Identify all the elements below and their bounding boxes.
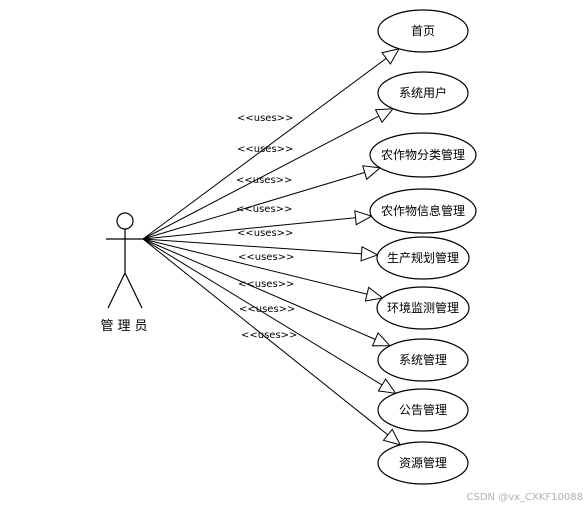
use-case: 首页 [377,9,469,53]
association-line [142,238,391,347]
use-case-ellipse [377,338,469,382]
uses-stereotype-label: <<uses>> [239,304,295,315]
association-line [142,167,381,240]
use-case: 系统管理 [377,338,469,382]
use-case: 公告管理 [377,388,469,432]
uses-stereotype-label: <<uses>> [237,144,293,155]
use-case-label: 资源管理 [399,455,447,470]
arrowhead [381,48,401,65]
association-line [142,215,372,240]
association-line [142,238,383,299]
actor-label: 管理员 [100,319,151,334]
use-case-label: 环境监测管理 [387,300,459,315]
use-case-label: 公告管理 [399,402,447,417]
use-case-label: 系统管理 [399,352,447,367]
actor-right-leg [124,272,143,309]
uses-stereotype-label: <<uses>> [238,252,294,263]
arrowhead [360,246,379,262]
use-case: 农作物分类管理 [369,132,477,178]
uses-stereotype-label: <<uses>> [236,175,292,186]
use-case-label: 生产规划管理 [387,250,459,265]
use-case-label: 农作物信息管理 [381,203,465,218]
use-case: 环境监测管理 [376,286,470,330]
uses-stereotype-label: <<uses>> [237,113,293,124]
actor-left-leg [107,272,126,309]
use-case-ellipse [377,71,469,115]
use-case-ellipse [377,9,469,53]
arrowhead [377,378,397,394]
use-case-ellipse [376,286,470,330]
uses-stereotype-label: <<uses>> [237,228,293,239]
association-line [142,48,400,240]
association-line [142,238,401,446]
arrowhead [364,286,384,302]
use-case-ellipse [369,188,477,234]
arrowhead [382,428,402,446]
association-line [142,108,394,240]
association-edges [142,48,402,446]
use-case-label: 农作物分类管理 [381,147,465,162]
use-case-label: 系统用户 [399,85,447,100]
use-case: 农作物信息管理 [369,188,477,234]
association-line [142,238,396,394]
use-case: 生产规划管理 [376,236,470,280]
use-case-ellipse [377,441,469,485]
watermark: CSDN @vx_CXKF10088 [467,492,583,503]
use-case-ellipse [377,388,469,432]
use-case-ellipse [376,236,470,280]
uses-stereotype-label: <<uses>> [241,330,297,341]
uses-stereotype-label: <<uses>> [236,204,292,215]
uses-stereotype-label: <<uses>> [238,279,294,290]
arrowhead [374,108,395,124]
use-case: 资源管理 [377,441,469,485]
association-line [142,238,378,256]
actor-head [116,212,134,230]
use-case: 系统用户 [377,71,469,115]
use-case-nodes: 首页系统用户农作物分类管理农作物信息管理生产规划管理环境监测管理系统管理公告管理… [369,9,477,485]
arrowhead [354,210,373,226]
use-case-label: 首页 [411,24,435,38]
use-case-ellipse [369,132,477,178]
actor-figure: 管理员 [100,212,151,334]
arrowhead [371,332,392,347]
arrowhead [362,165,382,181]
stereotype-labels: <<uses>> <<uses>> <<uses>> <<uses>> <<uses>>… [236,113,297,341]
